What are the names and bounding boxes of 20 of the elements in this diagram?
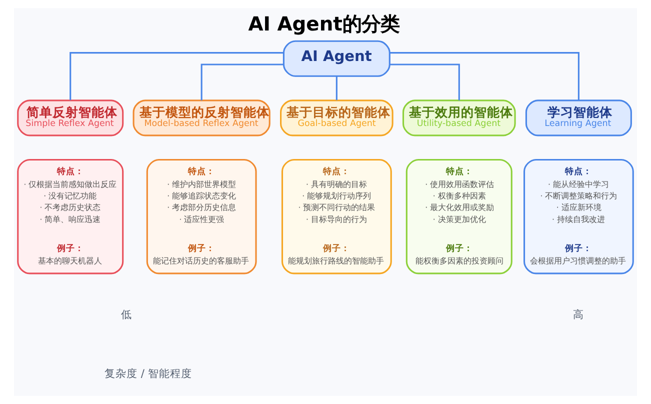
connector — [336, 76, 338, 100]
node-box: 特点： · 维护内部世界模型 · 能够追踪状态变化 · 考虑部分历史信息 · 适应性更强 例子： 能记住对话历史的客服助手 — [146, 158, 257, 274]
connector — [200, 64, 284, 100]
label: 高 — [573, 308, 584, 321]
node-box: 基于效用的智能体 Utility-based Agent — [402, 100, 516, 136]
node-box: 基于模型的反射智能体 Model-based Reflex Agent — [132, 100, 270, 136]
connector — [390, 64, 460, 100]
connector — [70, 52, 284, 100]
node-box: 学习智能体 Learning Agent — [525, 100, 632, 136]
node-box: 简单反射智能体 Simple Reflex Agent — [17, 100, 124, 136]
diagram-title: AI Agent的分类 — [248, 12, 400, 36]
node-box: 特点： · 使用效用函数评估 · 权衡多种因素 · 最大化效用或奖励 · 决策更加优化 例子： 能权衡多因素的投资顾问 — [406, 158, 512, 274]
node-box: 特点： · 具有明确的目标 · 能够规划行动序列 · 预测不同行动的结果 · 目标导向的行为 例子： 能规划旅行路线的智能助手 — [281, 158, 392, 274]
node-box: AI Agent — [282, 40, 390, 77]
node-box: 特点： · 仅根据当前感知做出反应 · 没有记忆功能 · 不考虑历史状态 · 简单、响应迅速 例子： 基本的聊天机器人 — [17, 158, 124, 274]
connector — [390, 52, 580, 100]
label: 低 — [121, 308, 132, 321]
label: 复杂度 / 智能程度 — [104, 367, 192, 380]
node-box: 特点： · 能从经验中学习 · 不断调整策略和行为 · 适应新环境 · 持续自我改进 例子： 会根据用户习惯调整的助手 — [523, 158, 634, 274]
node-box: 基于目标的智能体 Goal-based Agent — [280, 100, 394, 136]
